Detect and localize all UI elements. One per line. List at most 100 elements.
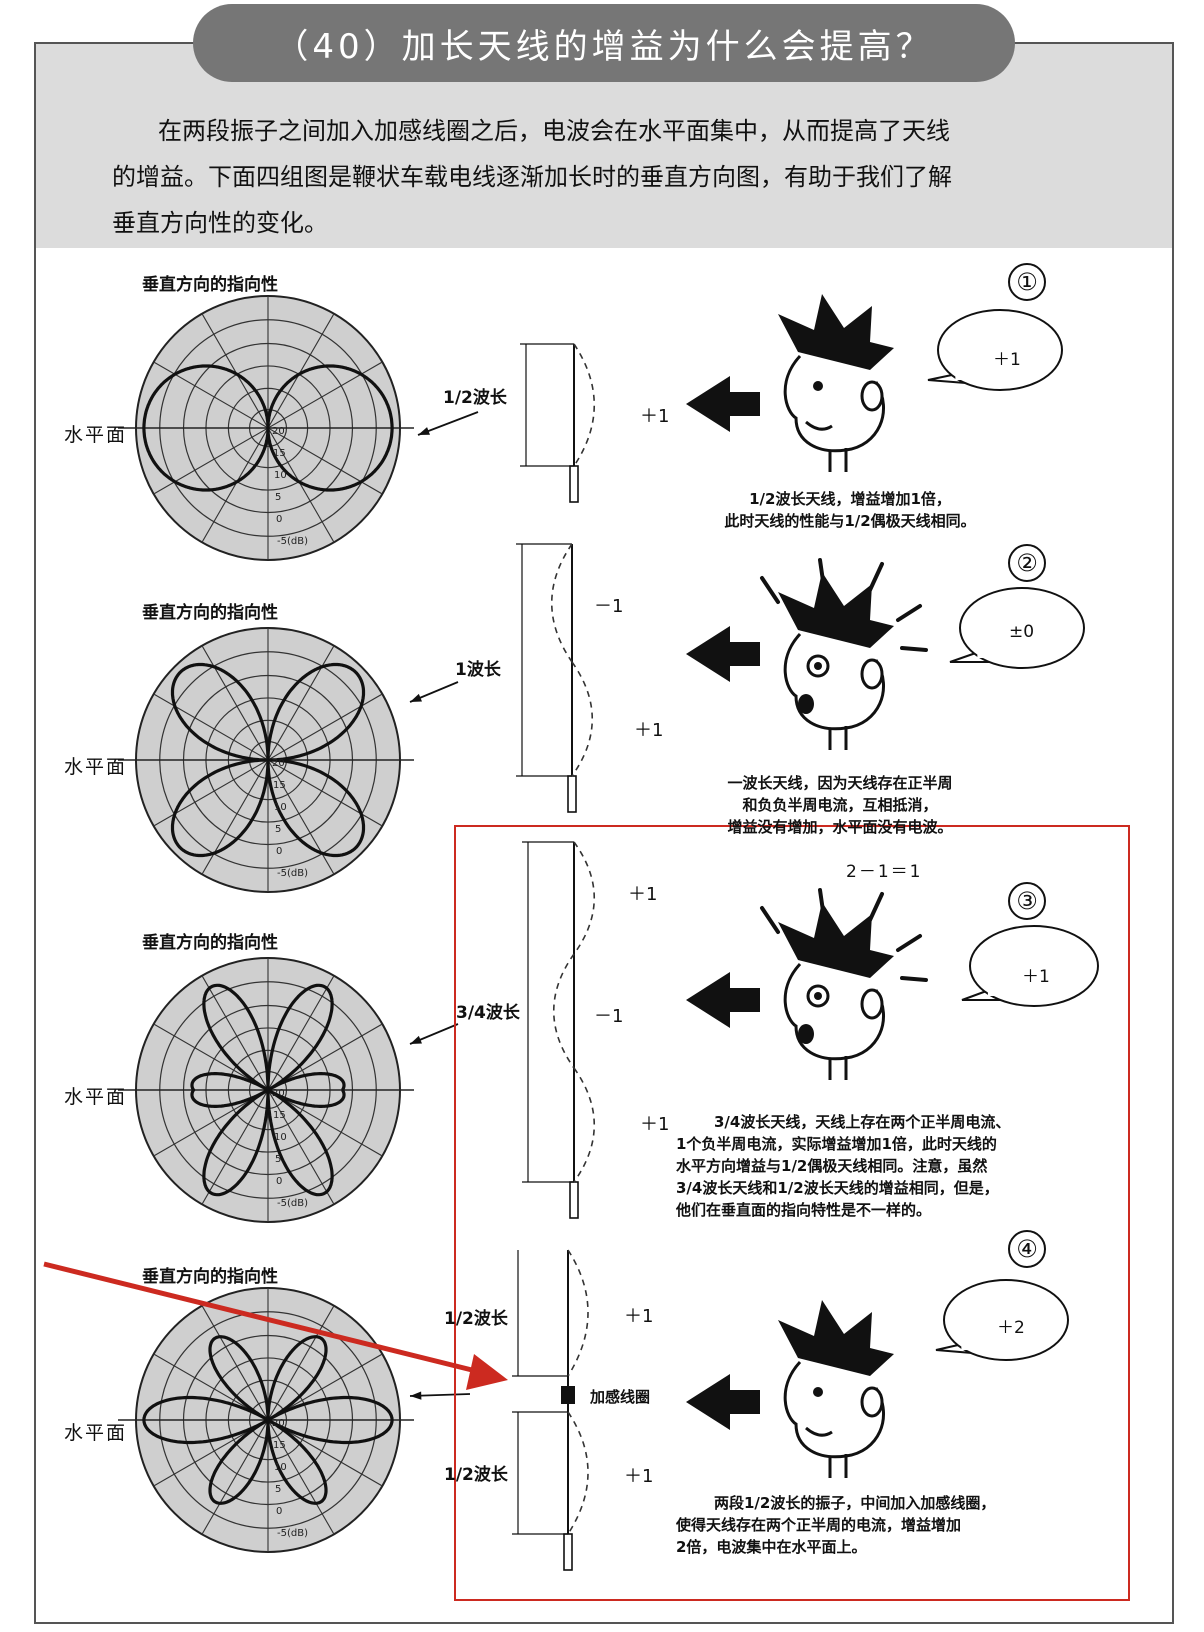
surprise-line [760, 906, 780, 934]
character-mouth [805, 420, 833, 431]
big-left-arrow [686, 376, 760, 432]
case-number: ③ [1008, 882, 1046, 920]
current-wave-dashed [567, 1249, 589, 1377]
annotation-red-arrow-line [43, 1261, 481, 1375]
caption-line: 此时天线的性能与1/2偶极天线相同。 [724, 512, 976, 530]
character-ear [860, 658, 884, 690]
speech-bubble-joint [987, 984, 1014, 996]
current-sign: ＋1 [640, 1114, 670, 1135]
current-wave-dashed [550, 543, 573, 663]
surprise-line [818, 888, 826, 920]
caption-line: 1/2波长天线，增益增加1倍， [749, 490, 951, 508]
bubble-text: ＋2 [997, 1318, 1025, 1338]
character-mouth [805, 1426, 833, 1437]
bubble-text: ±0 [1009, 622, 1035, 642]
speech-bubble-joint [961, 1338, 987, 1350]
character-eye [813, 381, 823, 391]
current-sign: －1 [594, 596, 624, 617]
surprise-line [900, 976, 928, 982]
surprise-line [868, 562, 884, 592]
scale-tick-label: 5 [275, 492, 281, 503]
case-number: ② [1008, 544, 1046, 582]
scale-tick-label: 15 [273, 1440, 286, 1451]
annotation-red-arrow-head [466, 1354, 508, 1390]
current-sign: ＋1 [624, 1306, 654, 1327]
antenna-base [567, 775, 577, 813]
character-head [783, 1360, 886, 1459]
length-label: 1/2波长 [444, 1309, 508, 1329]
character-hair [778, 1300, 894, 1376]
scale-tick-label: 10 [274, 1462, 287, 1473]
big-left-arrow [686, 626, 760, 682]
pattern-title: 垂直方向的指向性 [142, 1267, 278, 1287]
speech-bubble-joint [977, 646, 1003, 658]
horizontal-plane-label: 水平面 [64, 1086, 128, 1108]
surprise-line [900, 646, 928, 652]
character-pupil [814, 662, 822, 670]
character-pupil [814, 992, 822, 1000]
loading-coil [561, 1386, 575, 1404]
bubble-text: ＋1 [1022, 967, 1050, 987]
intro-line: 垂直方向性的变化。 [112, 209, 328, 237]
scale-tick-label: 0 [276, 1176, 282, 1187]
surprise-line [760, 576, 780, 604]
scale-tick-label: 0 [276, 1506, 282, 1517]
big-left-arrow [686, 972, 760, 1028]
page-title: （40）加长天线的增益为什么会提高？ [193, 4, 1015, 82]
horizontal-plane-label: 水平面 [64, 1422, 128, 1444]
current-sign: ＋1 [634, 720, 664, 741]
character-hair [778, 294, 894, 370]
scale-tick-label: 20 [272, 426, 285, 437]
caption-line: 增益没有增加，水平面没有电波。 [727, 818, 953, 836]
case-caption: 两段1/2波长的振子，中间加入加感线圈， 使得天线存在两个正半周的电流，增益增加… [676, 1492, 1096, 1558]
case-caption: 一波长天线，因为天线存在正半周 和负负半周电流，互相抵消， 增益没有增加，水平面… [690, 772, 990, 838]
case-number: ① [1008, 263, 1046, 301]
case-caption: 3/4波长天线，天线上存在两个正半周电流、 1个负半周电流，实际增益增加1倍，此… [676, 1111, 1134, 1221]
character-open-mouth [798, 1024, 814, 1044]
length-label: 1/2波长 [443, 388, 507, 408]
radiation-pattern-curve [142, 364, 394, 492]
scale-tick-label: 15 [273, 1110, 286, 1121]
length-label: 1/2波长 [444, 1465, 508, 1485]
scale-tick-label: 5 [275, 1154, 281, 1165]
caption-line: 水平方向增益与1/2偶极天线相同。注意，虽然 [676, 1157, 988, 1175]
character-ear [860, 988, 884, 1020]
pattern-title: 垂直方向的指向性 [142, 933, 278, 953]
current-wave-dashed [573, 841, 596, 955]
scale-tick-label: 10 [274, 1132, 287, 1143]
bubble-text: ＋1 [993, 350, 1021, 370]
scale-tick-label: -5(dB) [277, 536, 308, 547]
gain-equation: 2－1＝1 [846, 862, 923, 882]
scale-tick-label: -5(dB) [277, 1528, 308, 1539]
horizontal-plane-label: 水平面 [64, 756, 128, 778]
scale-tick-label: 5 [275, 1484, 281, 1495]
intro-line: 在两段振子之间加入加感线圈之后，电波会在水平面集中，从而提高了天线 [158, 117, 950, 145]
surprise-line [818, 558, 826, 590]
big-left-arrow [686, 1374, 760, 1430]
caption-line: 和负负半周电流，互相抵消， [742, 796, 938, 814]
intro-line: 的增益。下面四组图是鞭状车载电线逐渐加长时的垂直方向图，有助于我们了解 [112, 163, 952, 191]
character-ear [860, 380, 884, 412]
caption-line: 两段1/2波长的振子，中间加入加感线圈， [714, 1494, 996, 1512]
length-label: 1波长 [455, 660, 501, 680]
case-number: ④ [1008, 1230, 1046, 1268]
scale-tick-label: 15 [273, 448, 286, 459]
scale-tick-label: 0 [276, 846, 282, 857]
caption-line: 1个负半周电流，实际增益增加1倍，此时天线的 [676, 1135, 997, 1153]
current-sign: ＋1 [628, 884, 658, 905]
speech-bubble-joint [955, 368, 981, 380]
scale-tick-label: 5 [275, 824, 281, 835]
current-wave-dashed [571, 661, 594, 777]
antenna-base [569, 465, 579, 503]
intro-text: 在两段振子之间加入加感线圈之后，电波会在水平面集中，从而提高了天线 的增益。下面… [112, 108, 1112, 246]
pattern-title: 垂直方向的指向性 [142, 603, 278, 623]
scale-tick-label: 15 [273, 780, 286, 791]
scale-tick-label: 20 [272, 758, 285, 769]
surprise-line [868, 892, 884, 922]
scale-tick-label: 20 [272, 1418, 285, 1429]
character-head [783, 354, 886, 453]
caption-line: 3/4波长天线，天线上存在两个正半周电流、 [714, 1113, 1011, 1131]
radiation-pattern-curve [190, 983, 346, 1197]
character-hair [778, 572, 894, 648]
scale-tick-label: -5(dB) [277, 1198, 308, 1209]
